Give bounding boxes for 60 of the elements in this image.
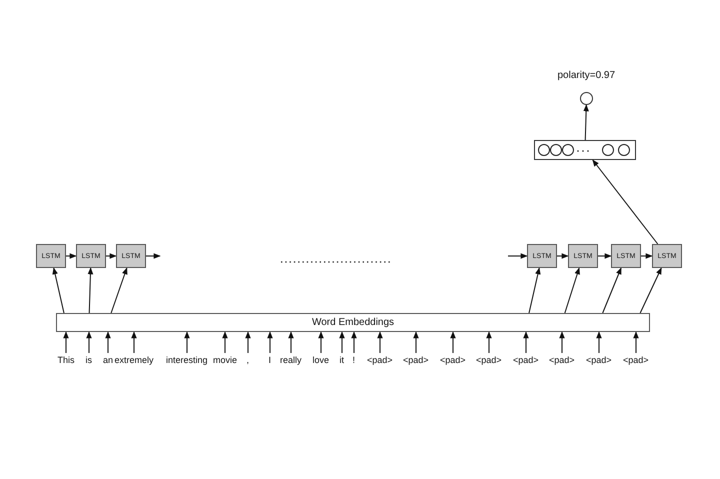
arrow [52,267,64,314]
arrow [486,331,492,354]
arrow [339,331,345,354]
token-word: <pad> [623,353,649,366]
token-word: <pad> [586,353,612,366]
arrow [88,267,94,314]
arrow [523,331,529,354]
token-word: <pad> [403,353,429,366]
arrow [267,331,273,354]
arrow [245,331,251,354]
arrow [146,253,161,259]
arrow [413,331,419,354]
arrow [66,253,77,259]
token-word: interesting [166,353,208,366]
arrow [559,331,565,354]
token-word: <pad> [367,353,393,366]
arrow [583,104,589,140]
output-neuron-circle [580,92,593,105]
arrow [131,331,137,354]
arrow [105,331,111,354]
token-word: This [58,353,75,366]
arrow [596,331,602,354]
arrow [633,331,639,354]
token-word: <pad> [440,353,466,366]
arrow [450,331,456,354]
arrow [288,331,294,354]
token-word: it [340,353,344,366]
token-word: <pad> [476,353,502,366]
token-word: movie [213,353,238,366]
arrow [318,331,324,354]
token-word: is [86,353,92,366]
arrow [528,267,541,314]
output-label: polarity=0.97 [558,70,616,81]
token-word: really [280,353,302,366]
token-word: I [268,353,272,366]
arrow [598,253,612,259]
arrow [377,331,383,354]
arrow [86,331,92,354]
arrow [592,159,658,244]
token-word: <pad> [549,353,575,366]
arrow [351,331,357,354]
token-word: an [103,353,114,366]
arrow [184,331,190,354]
token-word: extremely [114,353,154,366]
arrow [63,331,69,354]
dense-layer-box [534,140,636,160]
token-word: , [246,353,250,366]
arrow [564,267,580,314]
arrow [106,253,117,259]
arrow [602,267,622,314]
token-word: ! [352,353,356,366]
arrow [508,253,528,259]
arrow [222,331,228,354]
arrow [110,267,128,314]
token-word: love [312,353,330,366]
arrow [640,267,662,314]
arrow [640,253,653,259]
arrow [556,253,569,259]
token-word: <pad> [513,353,539,366]
embedding-layer-bar: Word Embeddings [56,313,650,332]
